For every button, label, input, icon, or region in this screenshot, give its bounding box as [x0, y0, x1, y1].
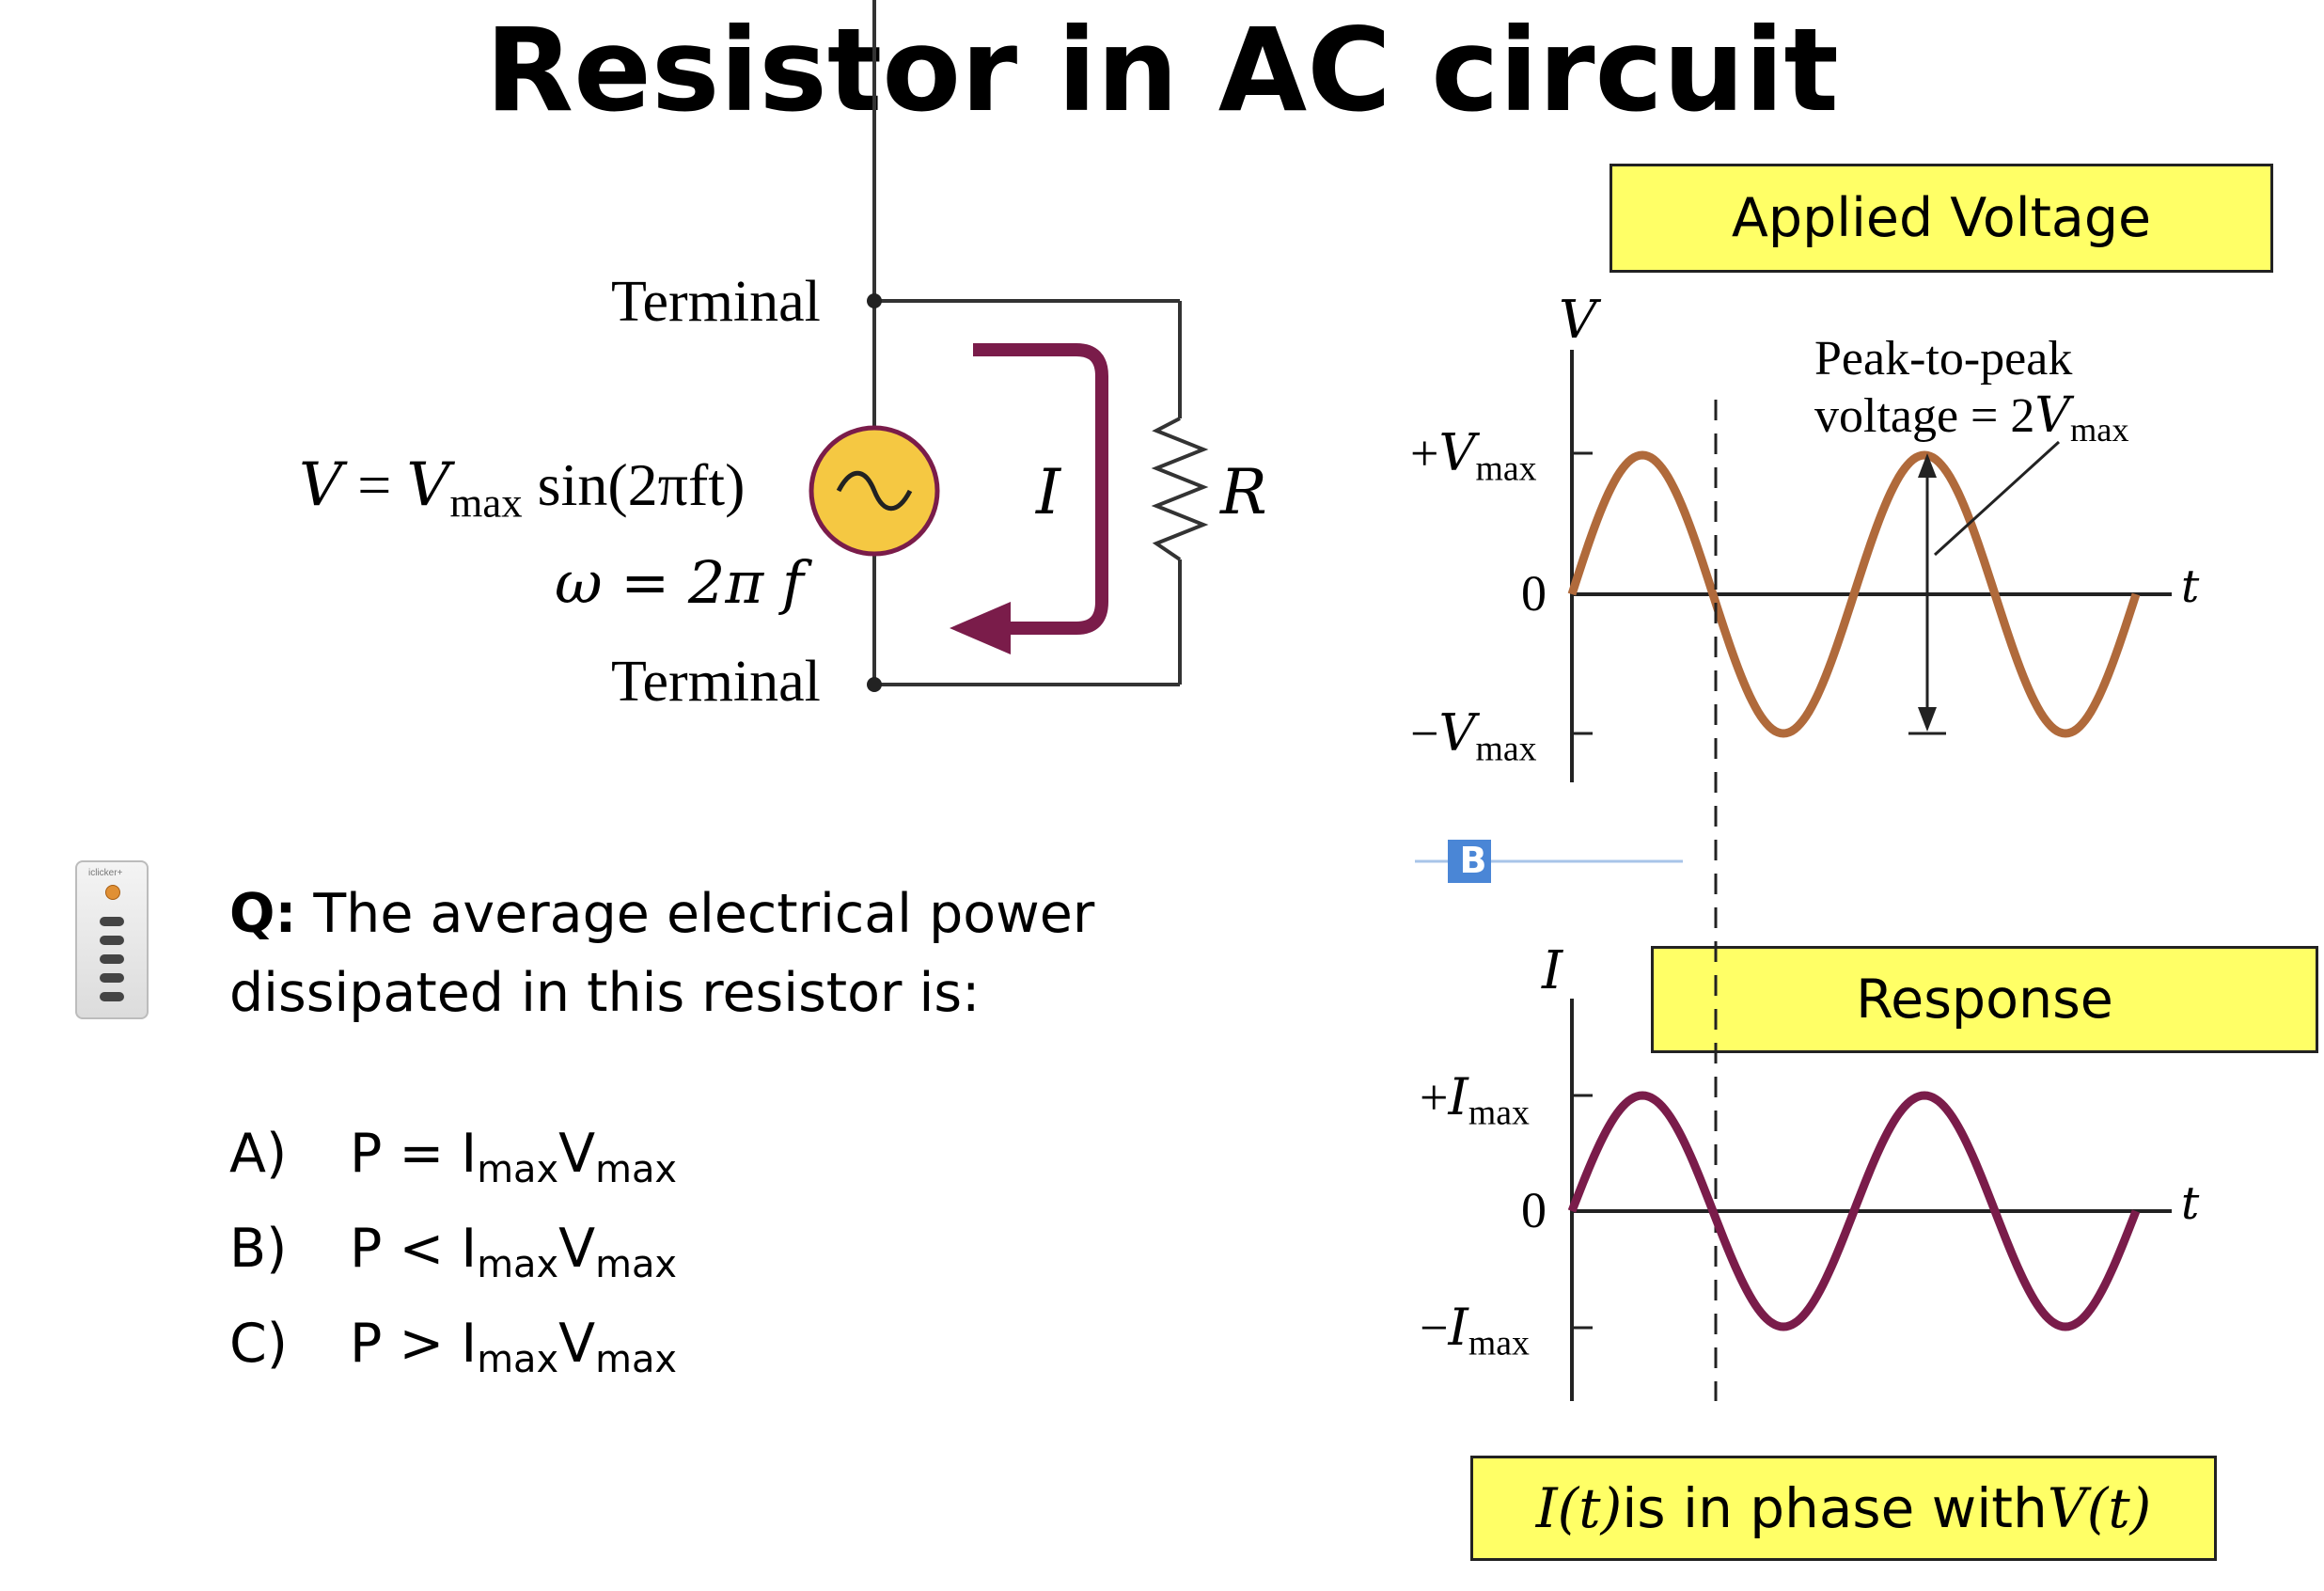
voltage-axis-label: V — [1559, 290, 1597, 351]
current-arrowhead — [950, 602, 1011, 654]
resistor-label: R — [1220, 456, 1267, 528]
resistor — [1151, 417, 1209, 561]
clicker-led — [105, 885, 120, 900]
peak-to-peak-note: Peak-to-peak voltage = 2Vmax — [1814, 332, 2129, 449]
marker-b-box — [1448, 840, 1491, 883]
response-label: Response — [1651, 946, 2318, 1053]
current-label: I — [1036, 456, 1061, 528]
current-waveform — [1567, 1091, 2141, 1331]
clicker-key — [100, 992, 124, 1001]
terminal-dot-top — [867, 293, 882, 308]
option-b[interactable]: B) P < ImaxVmax — [229, 1218, 678, 1287]
current-t-label: t — [2181, 1177, 2200, 1230]
terminal-dot-bottom — [867, 677, 882, 692]
answer-options: A) P = ImaxVmax B) P < ImaxVmax C) P > I… — [229, 1114, 677, 1400]
page-title: Resistor in AC circuit — [485, 4, 1839, 137]
voltage-zero-label: 0 — [1521, 565, 1547, 622]
current-loop-arrow — [973, 343, 1108, 635]
terminal-top-label: Terminal — [611, 270, 821, 334]
voltage-t-label: t — [2181, 560, 2200, 613]
clicker-key — [100, 973, 124, 983]
option-c[interactable]: C) P > ImaxVmax — [229, 1313, 678, 1382]
clicker-key — [100, 936, 124, 945]
terminal-bottom-label: Terminal — [611, 650, 821, 714]
current-minus-max-label: −Imax — [1420, 1298, 1530, 1363]
current-zero-label: 0 — [1521, 1182, 1547, 1238]
clicker-key — [100, 917, 124, 926]
clicker-device-icon: iclicker+ — [75, 860, 149, 1019]
phase-note: I(t) is in phase with V(t) — [1470, 1456, 2217, 1561]
clicker-key — [100, 954, 124, 964]
omega-equation: ω = 2π f — [555, 548, 804, 617]
option-a[interactable]: A) P = ImaxVmax — [229, 1123, 678, 1192]
voltage-minus-max-label: −Vmax — [1410, 703, 1537, 769]
marker-b-text: B — [1459, 840, 1487, 881]
current-axis-label: I — [1542, 940, 1563, 1001]
voltage-waveform — [1567, 450, 2141, 738]
applied-voltage-label: Applied Voltage — [1610, 164, 2273, 273]
question-text: Q: The average electrical power dissipat… — [229, 883, 1095, 1024]
ac-source-wave-icon — [836, 470, 913, 512]
voltage-plus-max-label: +Vmax — [1410, 423, 1537, 489]
peak-leader — [1933, 440, 2061, 557]
voltage-equation: V = Vmax sin(2πft) — [299, 450, 746, 527]
current-plus-max-label: +Imax — [1420, 1067, 1530, 1133]
clicker-brand: iclicker+ — [88, 868, 123, 878]
